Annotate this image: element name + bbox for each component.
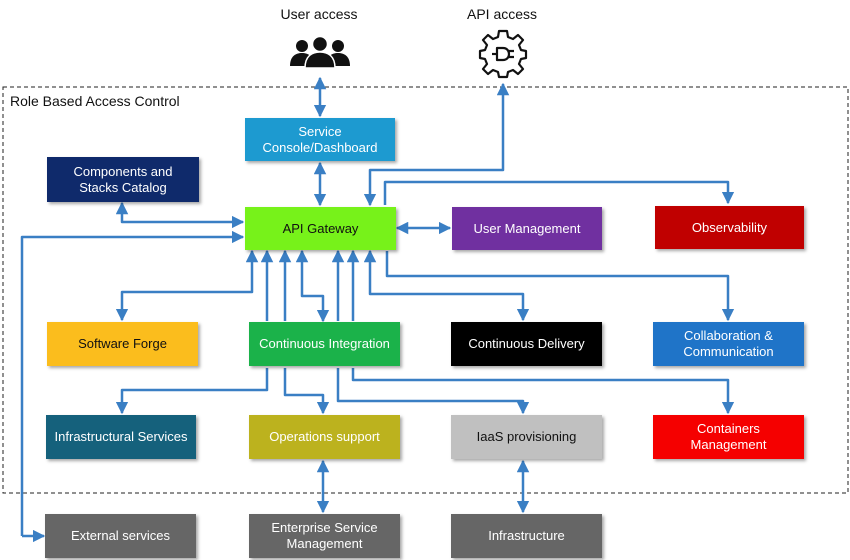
connector-external-gateway bbox=[20, 230, 245, 536]
connector-api-gateway bbox=[363, 82, 510, 207]
connector-gateway-collab bbox=[385, 251, 735, 322]
infrastructural-services-node: Infrastructural Services bbox=[46, 415, 196, 459]
connector-gateway-observability bbox=[383, 180, 735, 205]
operations-support-node: Operations support bbox=[249, 415, 400, 459]
connector-gateway-cd bbox=[363, 249, 530, 322]
collaboration-node: Collaboration & Communication bbox=[653, 322, 804, 366]
connector-catalog-gateway bbox=[115, 201, 245, 229]
connector-ci-containers bbox=[351, 368, 735, 415]
components-catalog-node: Components and Stacks Catalog bbox=[47, 157, 199, 202]
user-management-node: User Management bbox=[452, 207, 602, 250]
plug-gear-icon bbox=[478, 29, 528, 79]
connector-gateway-forge bbox=[115, 249, 259, 322]
service-console-node: Service Console/Dashboard bbox=[245, 118, 395, 161]
observability-node: Observability bbox=[655, 206, 804, 249]
connector-ci-ops bbox=[283, 368, 330, 415]
rbac-region-label: Role Based Access Control bbox=[10, 93, 180, 109]
connector-ci-infra bbox=[115, 368, 269, 415]
connector-ci-iaas bbox=[336, 368, 530, 415]
api-gateway-node: API Gateway bbox=[245, 207, 396, 250]
iaas-provisioning-node: IaaS provisioning bbox=[451, 415, 602, 459]
containers-management-node: Containers Management bbox=[653, 415, 804, 459]
connector-ci-gateway-3 bbox=[295, 249, 330, 323]
external-services-node: External services bbox=[45, 514, 196, 558]
user-access-label: User access bbox=[280, 6, 358, 22]
users-group-icon bbox=[290, 36, 350, 69]
continuous-integration-node: Continuous Integration bbox=[249, 322, 400, 366]
software-forge-node: Software Forge bbox=[47, 322, 198, 366]
continuous-delivery-node: Continuous Delivery bbox=[451, 322, 602, 366]
enterprise-service-management-node: Enterprise Service Management bbox=[249, 514, 400, 558]
infrastructure-node: Infrastructure bbox=[451, 514, 602, 558]
api-access-label: API access bbox=[466, 6, 538, 22]
